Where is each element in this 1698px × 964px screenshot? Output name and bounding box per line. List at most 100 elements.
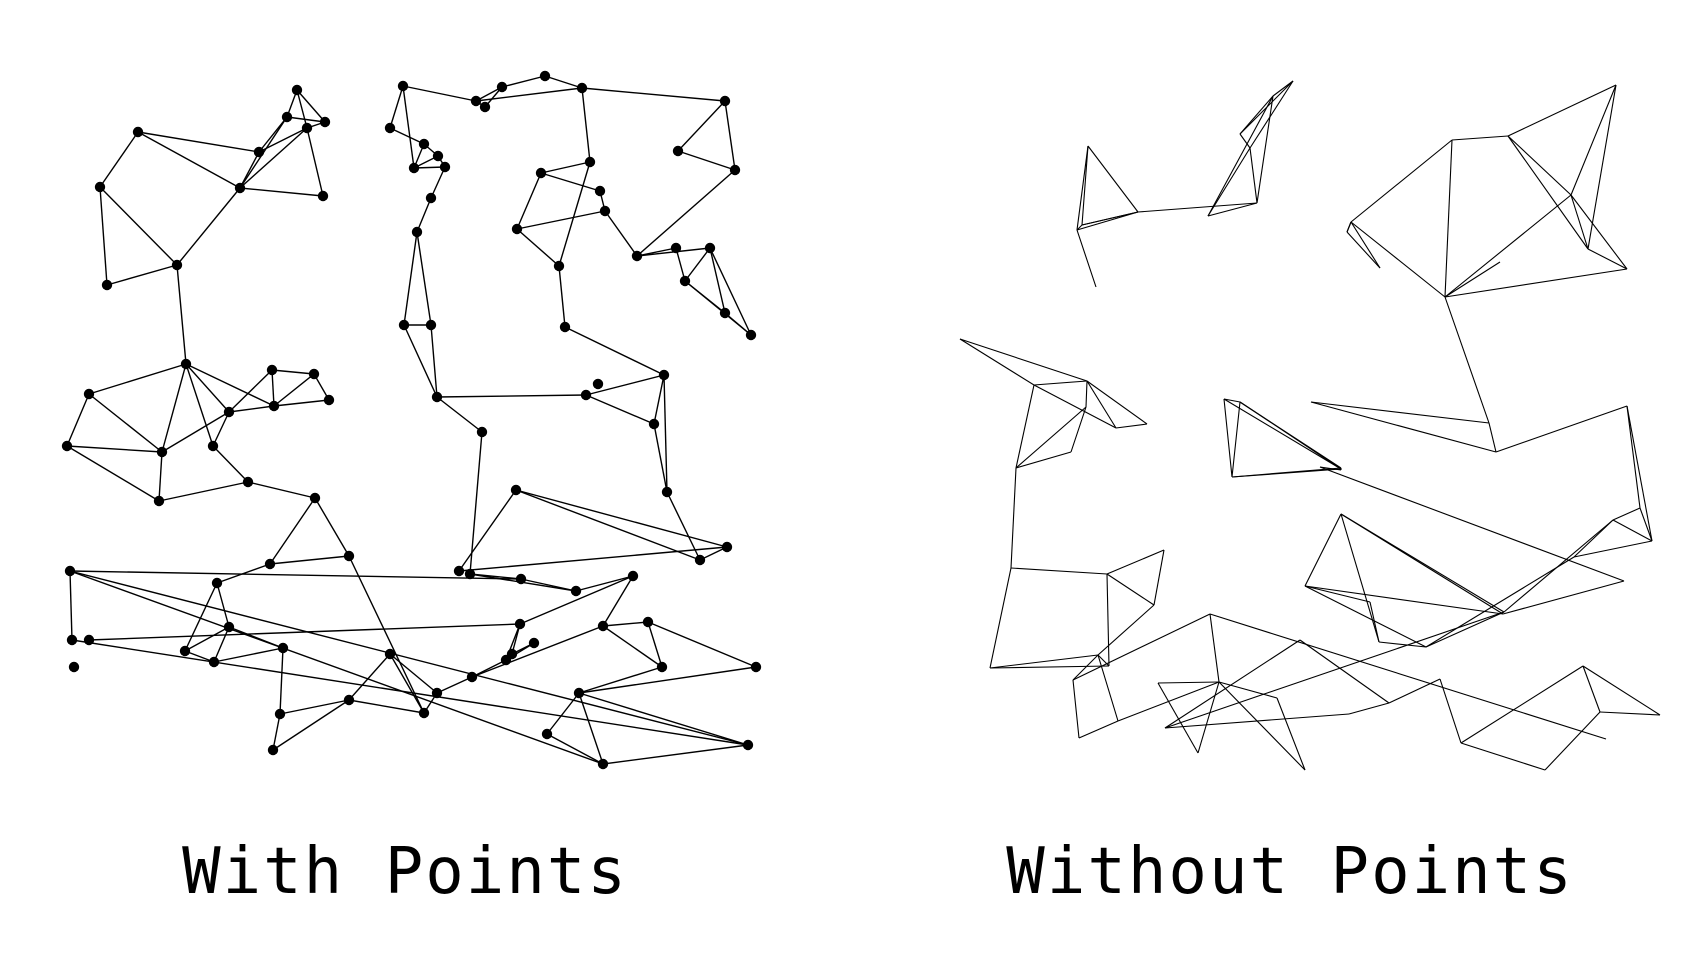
graph-node-point [528, 637, 540, 649]
graph-node-point [750, 661, 762, 673]
graph-node-point [83, 634, 95, 646]
left-graph-edge [458, 546, 728, 572]
left-graph-edge [436, 394, 587, 398]
graph-node-point [223, 621, 235, 633]
left-graph-edge [69, 570, 73, 641]
left-graph-edge [212, 445, 249, 483]
right-graph-edge [1239, 133, 1251, 149]
left-graph-edge [348, 699, 425, 714]
graph-node-point [208, 656, 220, 668]
right-graph-edge [1570, 84, 1617, 196]
right-graph-edge [989, 665, 1110, 669]
left-graph-edge [458, 489, 517, 572]
right-graph-edge [959, 338, 1035, 386]
left-graph-edge [314, 497, 350, 557]
graph-node-point [672, 145, 684, 157]
right-graph-edge [1425, 556, 1575, 648]
right-graph-edge [1507, 84, 1617, 137]
graph-node-point [94, 181, 106, 193]
right-graph-edge [1425, 611, 1505, 648]
right-graph-edge [1115, 423, 1148, 429]
graph-node-point [594, 185, 606, 197]
left-graph-edge [239, 127, 308, 189]
left-graph-edge [279, 699, 350, 715]
right-graph-edge [1348, 702, 1390, 715]
graph-node-point [343, 550, 355, 562]
right-graph-edge [1223, 398, 1241, 403]
right-graph-edge [1081, 211, 1139, 226]
left-graph-edge [516, 210, 606, 230]
right-graph-edge [1076, 211, 1139, 231]
graph-node-point [648, 418, 660, 430]
left-graph-edge [558, 265, 566, 328]
left-graph-edge [88, 393, 163, 453]
left-graph-edge [306, 127, 324, 197]
left-graph-edge [69, 570, 522, 580]
graph-node-point [670, 242, 682, 254]
left-graph-edge [402, 85, 415, 169]
left-graph-edge [515, 489, 728, 548]
right-graph-edge [1097, 654, 1110, 667]
left-graph-edge [416, 197, 432, 233]
left-graph-edge [709, 247, 752, 336]
left-graph-edge [416, 231, 432, 326]
graph-node-point [580, 389, 592, 401]
graph-node-point [411, 226, 423, 238]
right-graph-edge [1231, 401, 1241, 478]
graph-node-point [309, 492, 321, 504]
graph-node-point [479, 101, 491, 113]
left-graph-edge [106, 264, 178, 286]
right-graph-edge [1223, 398, 1233, 478]
graph-node-point [317, 190, 329, 202]
left-graph-edge [213, 626, 230, 663]
right-graph-edge [1502, 580, 1625, 615]
left-graph-edge [666, 491, 701, 561]
left-graph-edge [389, 127, 425, 145]
left-graph-edge [519, 575, 634, 625]
graph-node-point [291, 84, 303, 96]
caption-without-points: Without Points [1006, 835, 1574, 909]
graph-node-point [101, 279, 113, 291]
left-graph-edge [520, 578, 577, 592]
right-graph-edge [1072, 654, 1099, 681]
graph-node-point [576, 82, 588, 94]
right-graph-edge [1076, 145, 1089, 231]
graph-node-point [211, 577, 223, 589]
graph-node-point [319, 116, 331, 128]
left-graph-edge [185, 363, 275, 407]
graph-node-point [418, 707, 430, 719]
graph-node-point [658, 369, 670, 381]
right-graph-edge [1346, 231, 1381, 269]
right-graph-edge [1223, 398, 1342, 470]
right-graph-edge [1444, 261, 1501, 298]
graph-node-point [597, 758, 609, 770]
left-graph-edge [469, 431, 483, 575]
right-graph-edge [1272, 80, 1294, 97]
left-graph-edge [228, 405, 275, 413]
right-graph-edge [1388, 678, 1441, 704]
graph-node-point [510, 484, 522, 496]
left-graph-edge [88, 363, 187, 395]
right-graph-edge [1085, 380, 1088, 408]
graph-node-point [343, 694, 355, 706]
graph-node-point [253, 146, 265, 158]
right-graph-edge [1570, 194, 1589, 250]
right-graph-edge [1106, 549, 1165, 575]
right-graph-edge [1076, 224, 1083, 231]
right-graph-edge [1350, 221, 1381, 269]
right-graph-edge [1612, 507, 1641, 521]
graph-node-point [631, 250, 643, 262]
right-graph-edge [1015, 406, 1087, 469]
graph-node-point [719, 307, 731, 319]
right-graph-edge [1137, 202, 1258, 213]
left-graph-edge [436, 676, 473, 694]
graph-node-point [573, 687, 585, 699]
left-graph-edge [653, 423, 668, 493]
right-graph-edge [1507, 135, 1589, 250]
right-graph-edge [1587, 84, 1617, 250]
right-graph-edge [1207, 95, 1274, 217]
right-graph-edge [1626, 405, 1641, 509]
right-graph-edge [1587, 248, 1628, 270]
left-graph-edge [581, 87, 726, 102]
right-graph-edge [1444, 139, 1453, 298]
